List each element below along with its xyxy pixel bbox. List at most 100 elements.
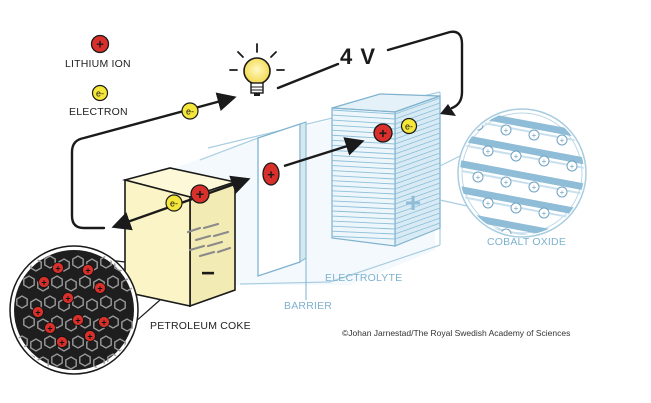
cathode-layer-line: [331, 180, 396, 185]
graphite-hexagon: [121, 356, 133, 370]
svg-text:+: +: [196, 186, 204, 202]
magnified-lithium-ion: +: [82, 264, 94, 276]
cathode-layer-line: [331, 119, 396, 125]
cathode-layer-line: [331, 170, 396, 175]
cathode-layer-line: [331, 155, 396, 160]
graphite-hexagon: [86, 338, 98, 352]
magnified-cobalt-ion: +: [528, 181, 540, 193]
cathode-layer-line: [394, 147, 441, 165]
magnified-cobalt-ion: +: [528, 129, 540, 141]
graphite-hexagon: [37, 318, 49, 332]
svg-text:+: +: [570, 162, 575, 171]
cathode-layer-line: [331, 109, 396, 115]
magnified-lithium-ion: +: [62, 292, 74, 304]
svg-text:+: +: [379, 125, 387, 141]
graphite-hexagon: [121, 318, 133, 332]
magnified-lithium-ion: +: [56, 336, 68, 348]
cathode-layer-line: [331, 114, 396, 120]
graphite-hexagon: [23, 275, 35, 289]
cathode-layer-line: [394, 142, 441, 160]
magnified-cobalt-ion: +: [538, 155, 550, 167]
cathode-layer-line: [394, 117, 441, 135]
voltage-label: 4 V: [340, 44, 377, 69]
legend-electron-icon: e-: [91, 84, 109, 102]
cathode-layer-line: [331, 195, 396, 200]
svg-text:e-: e-: [170, 199, 178, 209]
graphite-hexagon: [65, 356, 77, 370]
svg-text:+: +: [504, 230, 509, 239]
graphite-hexagon: [86, 298, 98, 312]
svg-text:+: +: [542, 157, 547, 166]
magnified-cobalt-ion: +: [510, 202, 522, 214]
cathode-layer-line: [331, 210, 396, 215]
cobalt-oxide-layer: [460, 160, 584, 192]
cobalt-oxide-layer: [460, 134, 584, 166]
cathode-magnified-circle: ++++++++++++++++++++: [457, 108, 587, 239]
svg-text:+: +: [504, 178, 509, 187]
cathode-layer-line: [331, 160, 396, 165]
cathode-layer-line: [331, 190, 396, 195]
legend-lithium-ion-icon: +: [90, 34, 110, 54]
cathode-layer-line: [394, 102, 441, 120]
svg-text:+: +: [75, 316, 80, 326]
cathode-layer-line: [331, 200, 396, 205]
magnified-lithium-ion: +: [84, 330, 96, 342]
svg-text:+: +: [97, 284, 102, 294]
magnified-cobalt-ion: +: [472, 223, 484, 235]
svg-text:+: +: [55, 264, 60, 274]
magnified-lithium-ion: +: [52, 262, 64, 274]
magnified-cobalt-ion: +: [566, 160, 578, 172]
cathode-layer-line: [394, 212, 441, 230]
svg-text:e-: e-: [405, 122, 413, 132]
electron-at-anode: e-: [165, 194, 183, 212]
graphite-hexagon: [16, 255, 28, 269]
cathode-layer-line: [331, 185, 396, 190]
svg-text:+: +: [486, 147, 491, 156]
svg-text:+: +: [514, 152, 519, 161]
cathode-layer-line: [394, 127, 441, 145]
magnified-lithium-ion: +: [44, 322, 56, 334]
cathode-layer-line: [394, 122, 441, 140]
cobalt-oxide-layer: [460, 212, 584, 235]
graphite-hexagon: [79, 353, 91, 367]
anode-minus-sign: −: [201, 260, 215, 287]
magnified-cobalt-ion: +: [556, 134, 568, 146]
svg-text:+: +: [35, 308, 40, 318]
svg-text:+: +: [514, 204, 519, 213]
graphite-hexagon: [44, 295, 56, 309]
svg-text:+: +: [87, 332, 92, 342]
graphite-hexagon: [44, 255, 56, 269]
magnified-lithium-ion: +: [38, 276, 50, 288]
svg-text:+: +: [560, 188, 565, 197]
graphite-hexagon: [72, 255, 84, 269]
cathode-layer-line: [331, 205, 396, 210]
cathode-layer-line: [394, 217, 441, 235]
magnified-cobalt-ion: +: [500, 124, 512, 136]
cathode-block: +: [331, 93, 441, 247]
cathode-layer-line: [394, 162, 441, 180]
magnified-lithium-ion: +: [94, 282, 106, 294]
svg-text:+: +: [96, 37, 104, 52]
legend-lithium-ion-label: LITHIUM ION: [65, 58, 131, 70]
magnified-cobalt-ion: +: [482, 197, 494, 209]
electrolyte-label: ELECTROLYTE: [325, 272, 403, 284]
graphite-hexagon: [23, 315, 35, 329]
graphite-hexagon: [114, 298, 126, 312]
cathode-layer-line: [331, 215, 396, 220]
svg-text:+: +: [476, 173, 481, 182]
graphite-hexagon: [16, 295, 28, 309]
anode-magnified-circle: +++++++++++: [9, 245, 139, 375]
graphite-hexagon: [51, 275, 63, 289]
svg-text:+: +: [59, 338, 64, 348]
cathode-layer-line: [394, 182, 441, 200]
svg-text:+: +: [532, 183, 537, 192]
cathode-layer-line: [394, 197, 441, 215]
cathode-layer-line: [394, 187, 441, 205]
light-bulb-icon: [229, 43, 285, 96]
magnified-lithium-ion: +: [32, 306, 44, 318]
anode-label: PETROLEUM COKE: [150, 320, 251, 332]
cathode-plus-sign: +: [405, 187, 421, 218]
cathode-layer-line: [394, 222, 441, 240]
cathode-layer-line: [394, 97, 441, 115]
cobalt-oxide-layer-edge: [461, 170, 584, 196]
